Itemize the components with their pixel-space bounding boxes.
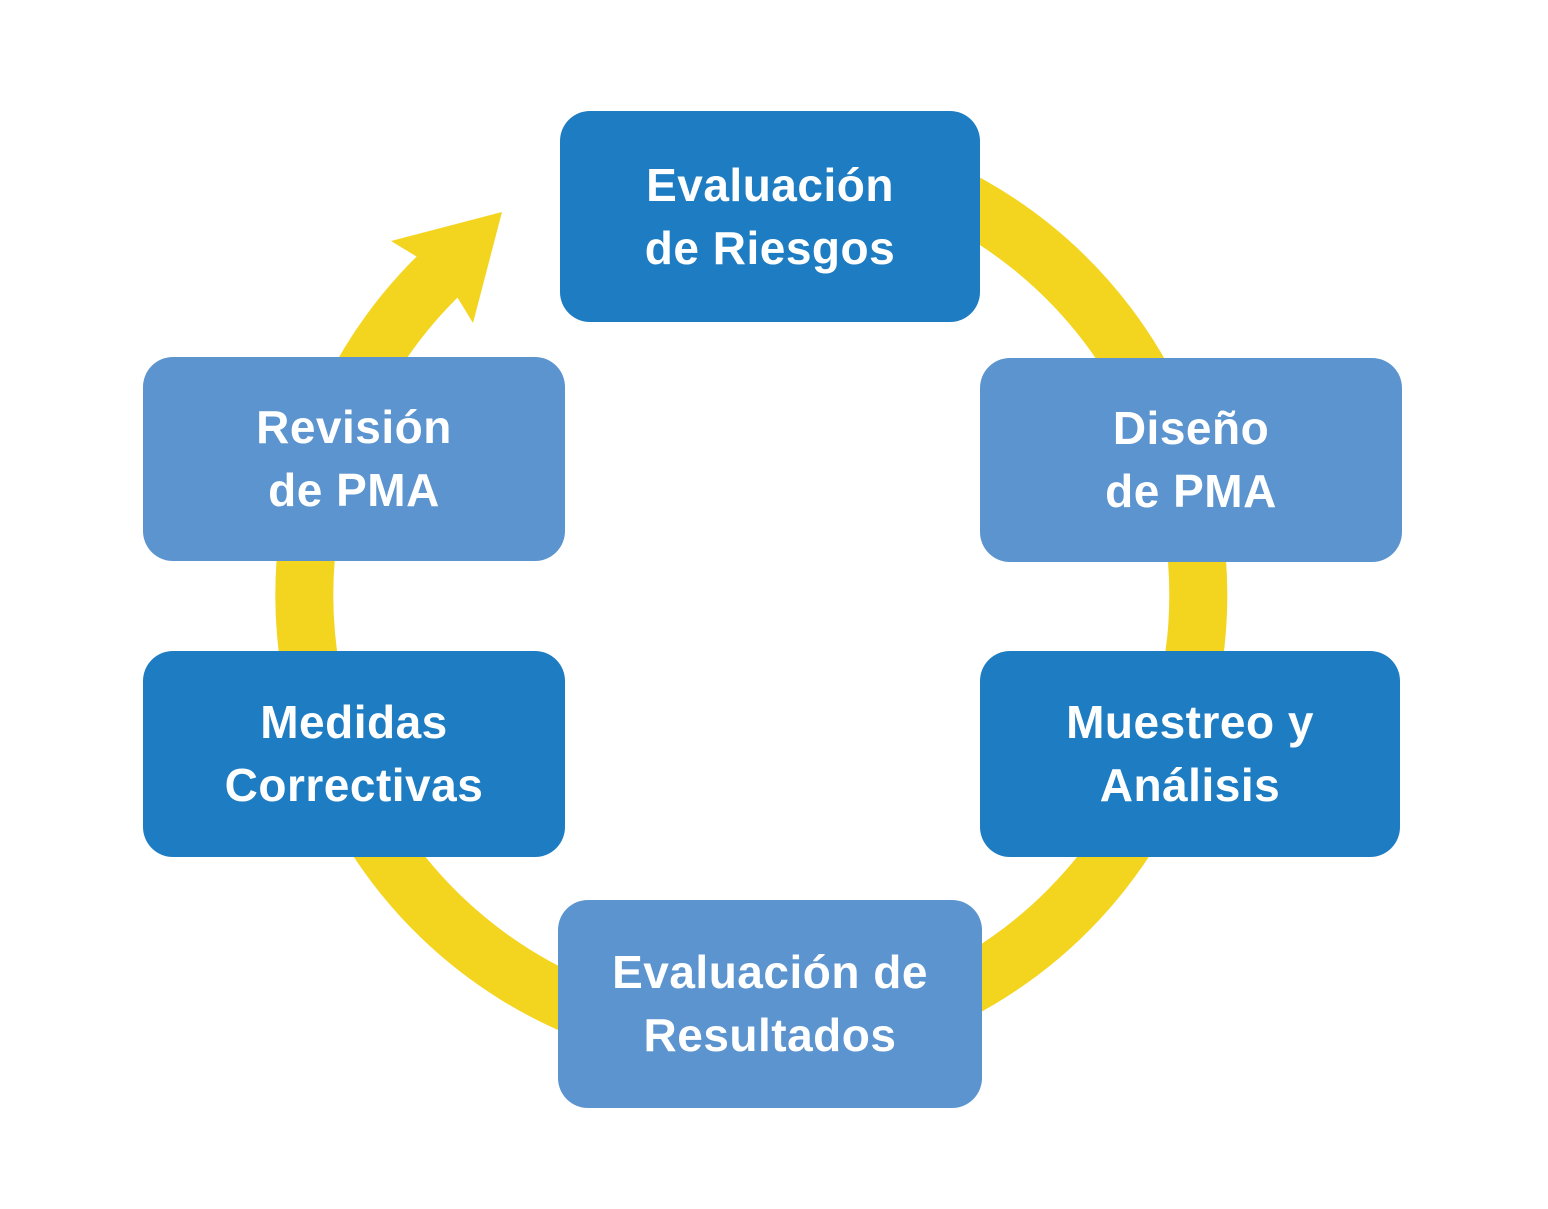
step-label-line: de Riesgos <box>644 221 896 274</box>
step-label-line: Revisión <box>256 401 452 453</box>
step-box-diseno-de-pma: Diseño de PMA <box>980 358 1402 562</box>
step-label-line: Muestreo y <box>1066 696 1314 748</box>
step-label-line: Análisis <box>1099 759 1281 811</box>
step-box-medidas-correctivas: Medidas Correctivas <box>143 651 565 857</box>
step-box-revision-de-pma: Revisión de PMA <box>143 357 565 561</box>
step-label-line: Medidas <box>260 696 448 748</box>
step-label-line: Resultados <box>643 1009 897 1061</box>
step-label-line: Evaluación <box>646 158 894 211</box>
step-label-line: Evaluación de <box>612 946 928 998</box>
step-box-muestreo-y-analisis: Muestreo y Análisis <box>980 651 1400 857</box>
cycle-arrowhead-icon <box>391 212 502 323</box>
step-label-line: de PMA <box>268 464 440 516</box>
step-box-evaluacion-de-resultados: Evaluación de Resultados <box>558 900 982 1108</box>
step-box-evaluacion-de-riesgos: Evaluación de Riesgos <box>560 111 980 322</box>
step-label-line: Correctivas <box>224 759 484 811</box>
step-label-line: de PMA <box>1105 465 1277 517</box>
step-label-line: Diseño <box>1112 402 1270 454</box>
